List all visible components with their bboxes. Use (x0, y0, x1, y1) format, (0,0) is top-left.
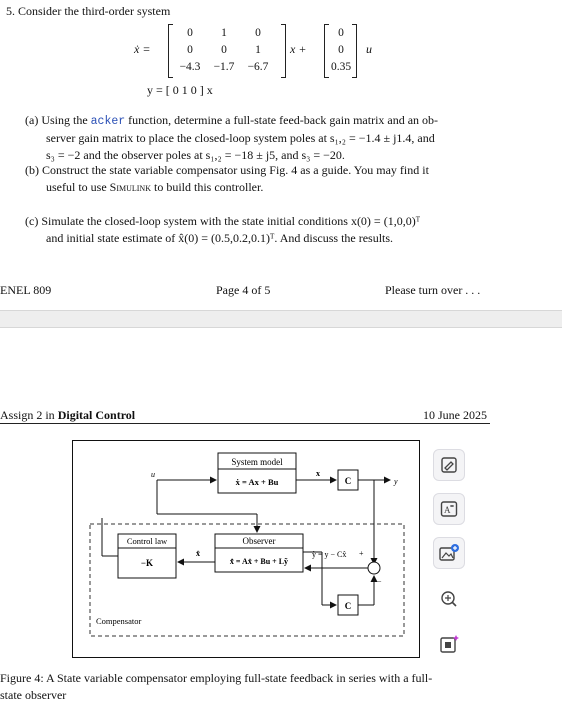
minus-sign: − (377, 577, 382, 586)
simulink-text: Simulink (109, 180, 151, 194)
problem-number: 5. (6, 4, 15, 18)
part-a-line2: server gain matrix to place the closed-l… (46, 131, 435, 145)
figure-caption: Figure 4: A State variable compensator e… (0, 671, 433, 702)
a-matrix-cell: 1 (255, 44, 261, 56)
summing-junction (367, 561, 381, 575)
part-a-line3: s₃ = −2 and the observer poles at s₁,₂ =… (46, 148, 345, 162)
svg-text:C: C (345, 476, 352, 486)
u-label: u (151, 470, 155, 479)
plus-sign: + (359, 549, 364, 558)
b-matrix-cell: 0 (338, 27, 344, 39)
header-rule (0, 423, 490, 424)
draw-icon[interactable] (433, 449, 465, 481)
part-a: (a) Using the acker function, determine … (25, 112, 495, 164)
b-matrix-cell: 0.35 (330, 61, 352, 73)
footer-page-number: Page 4 of 5 (216, 283, 271, 297)
svg-text:A: A (444, 505, 451, 515)
page-separator (0, 310, 562, 328)
y-label: y (393, 477, 398, 486)
x-label: x (316, 469, 320, 478)
scan-icon[interactable] (433, 628, 465, 660)
system-model-equation: ẋ = Ax + Bu (236, 477, 279, 487)
problem-heading: 5. Consider the third-order system (6, 3, 170, 20)
x-plus: x + (290, 42, 307, 56)
observer-title: Observer (243, 536, 276, 546)
part-b-line1: (b) Construct the state variable compens… (25, 163, 429, 177)
acker-code: acker (90, 115, 126, 128)
translate-icon[interactable]: A (433, 493, 465, 525)
problem-intro: Consider the third-order system (18, 4, 171, 18)
a-matrix-cell: 1 (221, 27, 227, 39)
b-matrix-cell: 0 (338, 44, 344, 56)
a-matrix-cell: −6.7 (247, 61, 269, 73)
part-a-line1: (a) Using the acker function, determine … (25, 113, 439, 128)
part-c: (c) Simulate the closed-loop system with… (25, 213, 495, 247)
state-eq-lhs: ẋ = (134, 42, 151, 56)
observer-equation: x̂̇ = Ax̂ + Bu + Lỹ (230, 557, 288, 566)
footer-course: ENEL 809 (0, 283, 52, 297)
a-matrix-cell: −1.7 (213, 61, 235, 73)
compensator-box (89, 523, 405, 637)
ai-image-icon[interactable] (433, 537, 465, 569)
a-matrix-cell: 0 (255, 27, 261, 39)
xhat-label: x̂ (196, 549, 200, 558)
part-b: (b) Construct the state variable compens… (25, 162, 495, 196)
control-law-gain: −K (141, 558, 153, 568)
output-equation: y = [ 0 1 0 ] x (147, 83, 213, 97)
compensator-label: Compensator (96, 616, 141, 626)
page-header-date: 10 June 2025 (423, 408, 487, 422)
control-law-block (117, 533, 177, 579)
part-b-line2: useful to use Simulink to build this con… (46, 180, 264, 194)
observer-block (214, 533, 304, 573)
part-c-line2: and initial state estimate of x̂(0) = (0… (46, 231, 394, 245)
part-c-line1: (c) Simulate the closed-loop system with… (25, 214, 421, 228)
footer-turn-over: Please turn over . . . (385, 283, 481, 297)
ytilde-label: ỹ = y − Cx̂ (312, 550, 346, 559)
page-header-left: Assign 2 in Digital Control (0, 408, 136, 422)
svg-text:C: C (345, 601, 352, 611)
a-matrix-cell: −4.3 (179, 61, 201, 73)
a-matrix-cell: 0 (187, 27, 193, 39)
a-matrix-cell: 0 (187, 44, 193, 56)
block-diagram: System model ẋ = Ax + Bu C x y u Observe… (72, 440, 420, 658)
zoom-in-icon[interactable] (433, 583, 465, 615)
system-model-title: System model (231, 457, 283, 467)
a-matrix-cell: 0 (221, 44, 227, 56)
u-symbol: u (366, 42, 372, 56)
system-model-block (217, 452, 297, 494)
control-law-title: Control law (127, 536, 168, 546)
